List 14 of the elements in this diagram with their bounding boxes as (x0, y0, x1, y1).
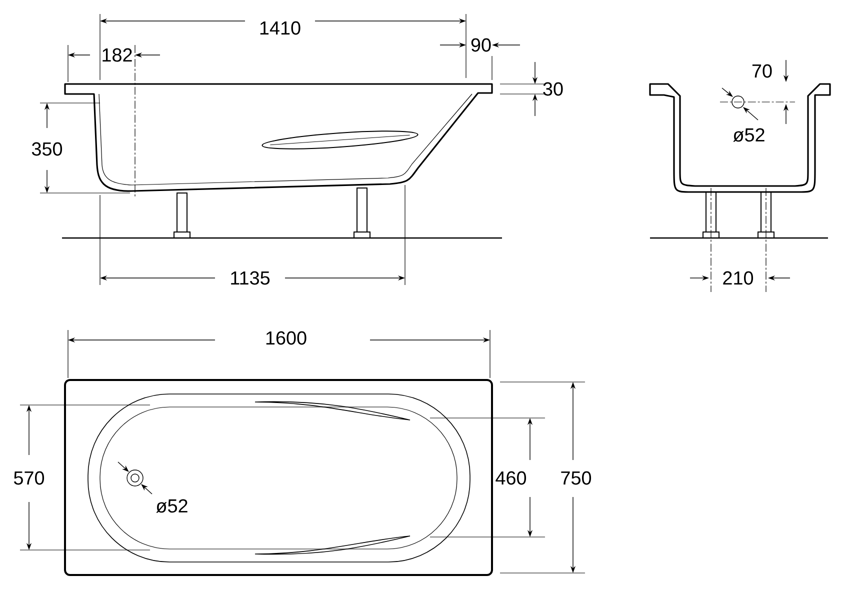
dimension-label: 570 (14, 471, 44, 485)
dimension-label: 182 (102, 48, 132, 62)
dimension-label: 70 (752, 64, 772, 78)
dimension-label: 90 (471, 38, 491, 52)
dimension-label: 30 (543, 82, 563, 96)
dimension-label: ø52 (733, 128, 764, 142)
dimension-label: 1600 (266, 331, 306, 345)
dimension-label: ø52 (156, 499, 188, 513)
dimension-label: 350 (32, 142, 62, 156)
dimension-label: 750 (561, 471, 592, 485)
dimension-label: 210 (723, 271, 754, 285)
dimension-label: 460 (496, 471, 526, 485)
dimension-label: 1135 (231, 271, 270, 285)
dimension-label: 1410 (260, 21, 300, 35)
